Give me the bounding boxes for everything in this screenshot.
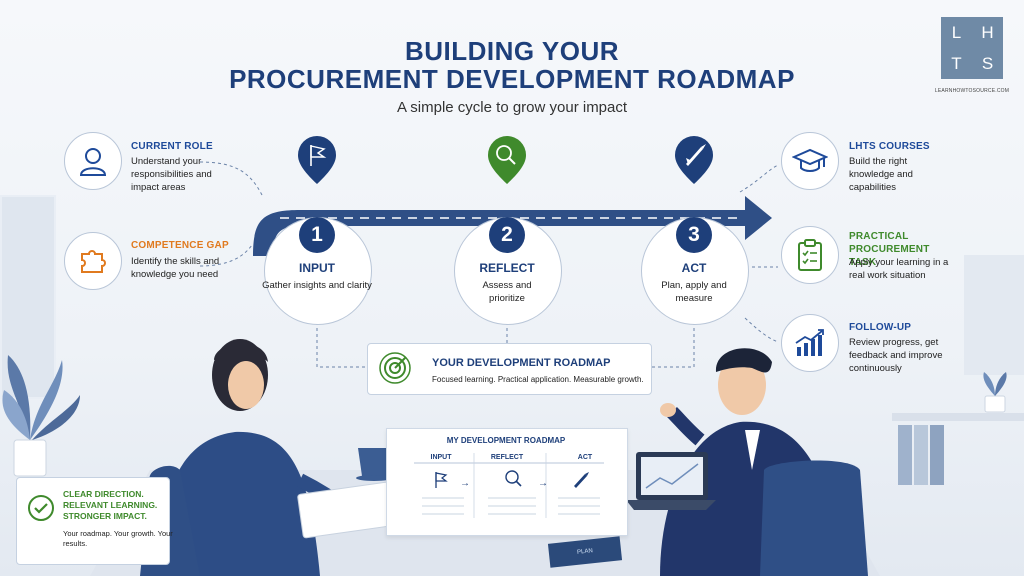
board-flag-icon: [435, 472, 448, 488]
connector: [199, 244, 253, 267]
target-icon: [379, 352, 411, 384]
small-plant: [983, 372, 1007, 413]
connector: [744, 317, 779, 343]
clipboard-icon: [798, 239, 822, 271]
board-magnifier-icon: [505, 470, 522, 487]
board-col-act: ACT: [577, 454, 593, 461]
step-input-circle: [264, 217, 372, 325]
connector: [650, 322, 695, 368]
your-development-roadmap-box: [367, 343, 652, 395]
step-reflect-text: Assess and prioritize: [482, 280, 532, 304]
board-graphic: → →: [414, 453, 604, 518]
board-col-reflect: REFLECT: [490, 454, 524, 461]
step-input-text: Gather insights and clarity: [262, 280, 372, 291]
step-act-title: ACT: [681, 261, 707, 275]
logo-letter: L: [951, 22, 962, 42]
roadmap-title: YOUR DEVELOPMENT ROADMAP: [432, 357, 611, 369]
graduation-cap-icon: [792, 148, 828, 172]
plant: [2, 355, 80, 477]
courses-text: Build the right knowledge and capabiliti…: [849, 156, 913, 193]
puzzle-icon: [81, 250, 106, 273]
step-3-number: 3: [676, 217, 712, 253]
courses-circle: [781, 132, 839, 190]
board-rocket-icon: [574, 472, 589, 488]
board-title: MY DEVELOPMENT ROADMAP: [446, 436, 566, 445]
subtitle: A simple cycle to grow your impact: [396, 99, 628, 116]
pin-rocket: [675, 136, 713, 184]
logo-letter: S: [981, 53, 994, 73]
pin-magnifier: [488, 136, 526, 184]
check-circle-icon: [28, 495, 54, 521]
step-reflect-title: REFLECT: [479, 261, 535, 275]
current-role-circle: [64, 132, 122, 190]
current-role-heading: CURRENT ROLE: [131, 141, 213, 152]
task-heading: PRACTICAL PROCUREMENT TASK: [849, 231, 930, 268]
step-1-number: 1: [299, 217, 335, 253]
pin-flag: [297, 135, 336, 184]
callout-text: Your roadmap. Your growth. Your results.: [63, 529, 173, 548]
board-col-input: INPUT: [430, 454, 452, 461]
connector: [739, 164, 779, 193]
board-arrow: →: [460, 478, 470, 489]
connector: [199, 161, 263, 196]
follow-up-text: Review progress, get feedback and improv…: [849, 337, 943, 374]
competence-gap-circle: [64, 232, 122, 290]
callout-box: [16, 477, 170, 565]
window-right: [964, 255, 1024, 375]
competence-gap-text: Identify the skills and knowledge you ne…: [131, 256, 220, 280]
task-circle: [781, 226, 839, 284]
current-role-text: Understand your responsibilities and imp…: [131, 156, 212, 193]
step-input-title: INPUT: [299, 261, 335, 275]
roadmap-board: [386, 428, 628, 536]
step-2-number: 2: [489, 217, 525, 253]
logo-letter: H: [981, 22, 994, 42]
competence-gap-heading: COMPETENCE GAP: [131, 240, 229, 251]
follow-up-heading: FOLLOW-UP: [849, 322, 912, 333]
person-icon: [79, 148, 107, 176]
logo-url: LEARNHOWTOSOURCE.COM: [934, 88, 1010, 94]
step-reflect-circle: [454, 217, 562, 325]
growth-chart-icon: [795, 329, 824, 356]
callout-heading: CLEAR DIRECTION. RELEVANT LEARNING. STRO…: [63, 489, 158, 521]
task-text: Apply your learning in a real work situa…: [849, 257, 949, 281]
roadmap-subtitle: Focused learning. Practical application.…: [432, 375, 644, 384]
woman-figure: [160, 339, 395, 576]
board-arrow: →: [538, 478, 548, 489]
lhts-logo[interactable]: L H T S: [941, 17, 1003, 79]
courses-heading: LHTS COURSES: [849, 141, 930, 152]
logo-letter: T: [951, 53, 962, 73]
title-line-2: PROCUREMENT DEVELOPMENT ROADMAP: [229, 64, 795, 94]
title-line-1: BUILDING YOUR: [404, 36, 620, 66]
follow-up-circle: [781, 314, 839, 372]
step-act-text: Plan, apply and measure: [661, 280, 727, 304]
connector: [316, 322, 367, 368]
